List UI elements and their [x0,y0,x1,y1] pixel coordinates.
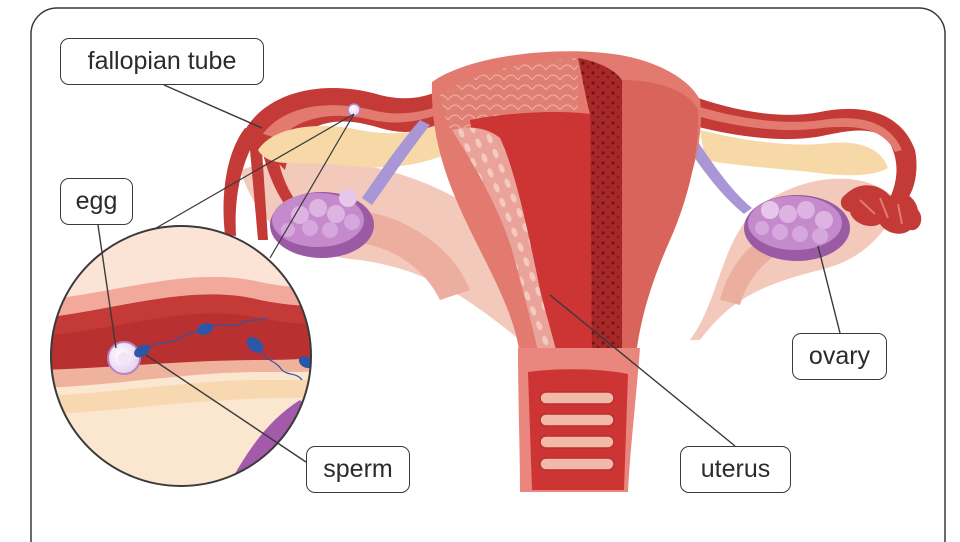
label-egg: egg [60,178,133,225]
label-sperm: sperm [306,446,410,493]
label-uterus: uterus [680,446,791,493]
label-sperm-text: sperm [323,457,392,482]
label-egg-text: egg [76,189,118,214]
ovary-right [744,195,850,261]
label-ovary: ovary [792,333,887,380]
label-fallopian-tube: fallopian tube [60,38,264,85]
label-ovary-text: ovary [809,344,870,369]
label-uterus-text: uterus [701,457,770,482]
label-fallopian-tube-text: fallopian tube [88,49,237,74]
